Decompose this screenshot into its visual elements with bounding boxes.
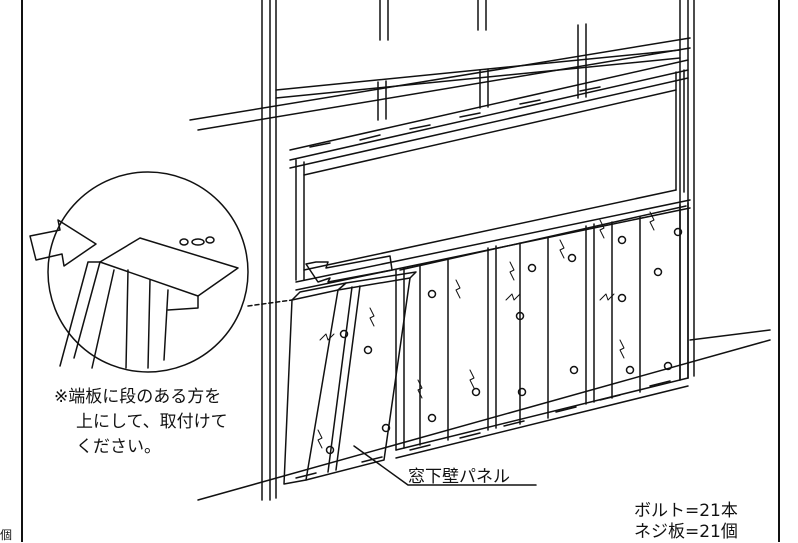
bolt-count: ボルト=21本 (634, 501, 738, 521)
transom-frame (275, 0, 681, 121)
window-header-rail (289, 59, 689, 169)
right-column (679, 0, 695, 381)
insertion-arrow (305, 255, 393, 283)
edge-text-fragment: 個 (0, 528, 13, 542)
wall-right-line (689, 329, 771, 341)
left-column (261, 0, 277, 501)
window-opening (295, 69, 691, 291)
wall-top-line (189, 37, 691, 121)
tilting-panel (283, 271, 417, 485)
instruction-line-1: ※端板に段のある方を (54, 387, 222, 407)
floor-line (197, 339, 771, 501)
plate-count: ネジ板=21個 (634, 522, 738, 542)
panel-label-leader (353, 445, 537, 486)
instruction-line-2: 上にして、取付けて (76, 412, 228, 432)
screw-symbols (325, 227, 683, 455)
panel-label: 窓下壁パネル (408, 467, 510, 487)
instruction-line-3: ください。 (76, 437, 161, 457)
panel-zigzags (317, 211, 655, 449)
wall-top-line2 (197, 47, 691, 131)
detail-callout (47, 171, 293, 373)
detail-arrow (29, 219, 97, 267)
